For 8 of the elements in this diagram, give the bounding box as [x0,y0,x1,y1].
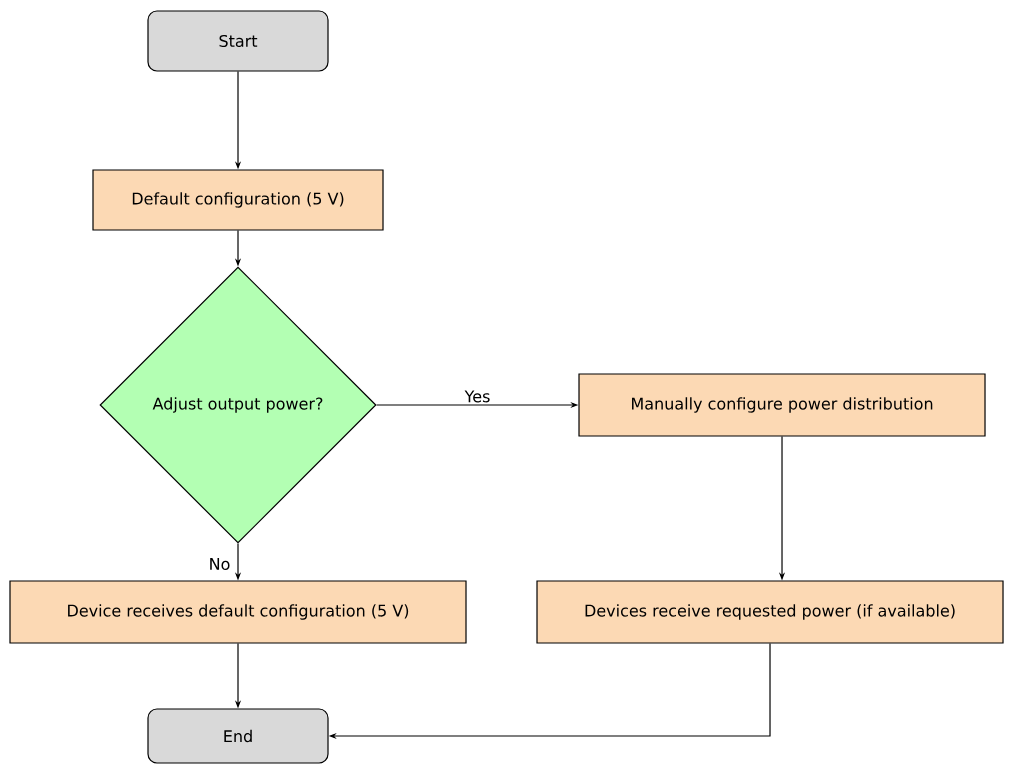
process-box: Manually configure power distribution [578,373,986,437]
process-box: Device receives default configuration (5 V) [9,580,467,644]
process-box: Default configuration (5 V) [92,169,384,231]
process-box: Devices receive requested power (if available) [536,580,1004,644]
edge-label: No [207,557,232,571]
edge-label: Yes [463,389,492,404]
terminal-box: Start [147,10,329,72]
terminal-box: End [147,708,329,764]
